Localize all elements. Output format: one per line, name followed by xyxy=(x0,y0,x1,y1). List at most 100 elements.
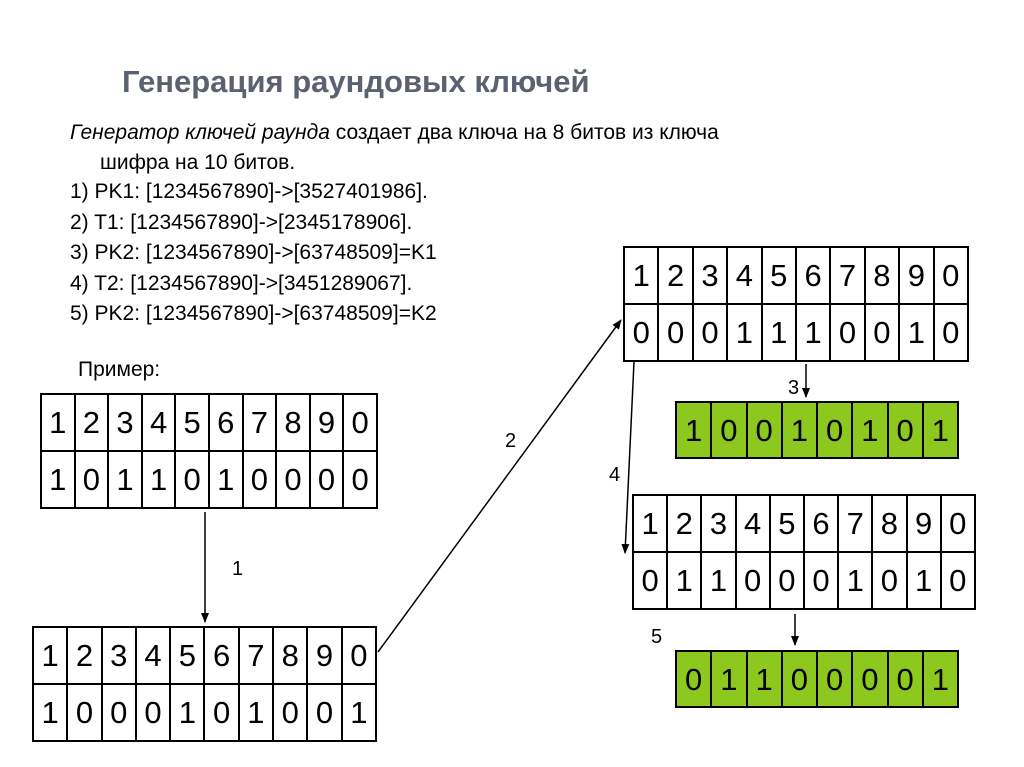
position-cell: 2 xyxy=(666,494,703,553)
bit-cell: 1 xyxy=(745,650,783,708)
bit-cell: 1 xyxy=(898,303,935,362)
position-cell: 5 xyxy=(760,246,797,305)
bit-cell: 1 xyxy=(780,401,819,459)
bit-cell: 0 xyxy=(674,650,713,708)
bit-cell: 0 xyxy=(939,551,976,610)
bit-cell: 0 xyxy=(241,450,278,509)
position-cell: 7 xyxy=(829,246,866,305)
bit-cell: 0 xyxy=(829,303,866,362)
position-cell: 9 xyxy=(306,626,343,685)
bit-cell: 0 xyxy=(203,683,240,742)
bit-cell: 0 xyxy=(174,450,210,509)
step-5: 5) PK2: [1234567890]->[63748509]=K2 xyxy=(70,302,437,325)
bit-cell: 0 xyxy=(275,450,311,509)
position-cell: 8 xyxy=(871,494,908,553)
position-cell: 6 xyxy=(203,626,240,685)
page-title: Генерация раундовых ключей xyxy=(122,64,590,99)
position-cell: 5 xyxy=(174,393,210,452)
bit-cell: 1 xyxy=(710,650,748,708)
intro-line1: создает два ключа на 8 битов из ключа xyxy=(329,121,719,144)
steps-list: 1) PK1: [1234567890]->[3527401986]. 2) T… xyxy=(70,177,437,330)
bit-cell: 0 xyxy=(100,683,137,742)
bit-cell: 1 xyxy=(666,551,703,610)
bit-cell: 0 xyxy=(734,551,771,610)
position-cell: 9 xyxy=(308,393,345,452)
bit-cell: 0 xyxy=(272,683,309,742)
bit-cell: 0 xyxy=(342,450,378,509)
bit-cell: 0 xyxy=(871,551,908,610)
position-cell: 9 xyxy=(898,246,935,305)
bit-cell: 0 xyxy=(308,450,345,509)
bit-cell: 1 xyxy=(31,683,69,742)
bit-cell: 1 xyxy=(674,401,713,459)
bit-cell: 0 xyxy=(768,551,805,610)
bit-cell: 0 xyxy=(780,650,819,708)
bit-cell: 0 xyxy=(863,303,901,362)
position-cell: 1 xyxy=(631,494,669,553)
bit-cell: 1 xyxy=(726,303,763,362)
bit-cell: 0 xyxy=(886,650,924,708)
bit-cell: 1 xyxy=(140,450,177,509)
position-cell: 3 xyxy=(107,393,143,452)
position-cell: 7 xyxy=(241,393,278,452)
arrow-label-2: 2 xyxy=(505,430,517,452)
bit-cell: 0 xyxy=(73,450,110,509)
bit-cell: 1 xyxy=(760,303,797,362)
bit-cell: 0 xyxy=(815,650,854,708)
position-cell: 4 xyxy=(140,393,177,452)
bit-cell: 0 xyxy=(657,303,694,362)
position-cell: 1 xyxy=(622,246,660,305)
bit-cell: 0 xyxy=(886,401,924,459)
bit-cell: 0 xyxy=(631,551,669,610)
bit-cell: 1 xyxy=(794,303,832,362)
bit-cell: 0 xyxy=(851,650,889,708)
position-cell: 8 xyxy=(863,246,901,305)
position-cell: 0 xyxy=(342,393,378,452)
arrow-2 xyxy=(377,319,622,653)
bit-cell: 0 xyxy=(66,683,103,742)
position-cell: 2 xyxy=(73,393,110,452)
bit-cell: 1 xyxy=(237,683,275,742)
example-label: Пример: xyxy=(78,358,161,381)
step-2: 2) T1: [1234567890]->[2345178906]. xyxy=(70,210,413,234)
position-cell: 1 xyxy=(31,626,69,685)
position-cell: 2 xyxy=(66,626,103,685)
arrow-label-3: 3 xyxy=(788,377,800,399)
bit-cell: 0 xyxy=(134,683,172,742)
position-cell: 6 xyxy=(207,393,244,452)
position-cell: 2 xyxy=(657,246,694,305)
position-cell: 0 xyxy=(932,246,969,305)
step-3: 3) PK2: [1234567890]->[63748509]=K1 xyxy=(70,241,437,264)
bit-cell: 1 xyxy=(905,551,942,610)
position-cell: 4 xyxy=(726,246,763,305)
intro-italic: Генератор ключей раунда xyxy=(70,121,330,144)
bit-cell: 0 xyxy=(802,551,840,610)
position-cell: 6 xyxy=(802,494,840,553)
position-cell: 0 xyxy=(340,626,378,685)
position-cell: 6 xyxy=(794,246,832,305)
step-1: 1) PK1: [1234567890]->[3527401986]. xyxy=(70,180,428,203)
position-cell: 5 xyxy=(169,626,206,685)
bit-cell: 1 xyxy=(207,450,244,509)
intro-text: Генератор ключей раунда создает два ключ… xyxy=(70,118,900,178)
bit-cell: 0 xyxy=(932,303,969,362)
position-cell: 3 xyxy=(100,626,137,685)
bit-cell: 1 xyxy=(340,683,378,742)
position-cell: 0 xyxy=(939,494,976,553)
position-cell: 1 xyxy=(40,393,76,452)
arrow-4 xyxy=(621,361,635,554)
